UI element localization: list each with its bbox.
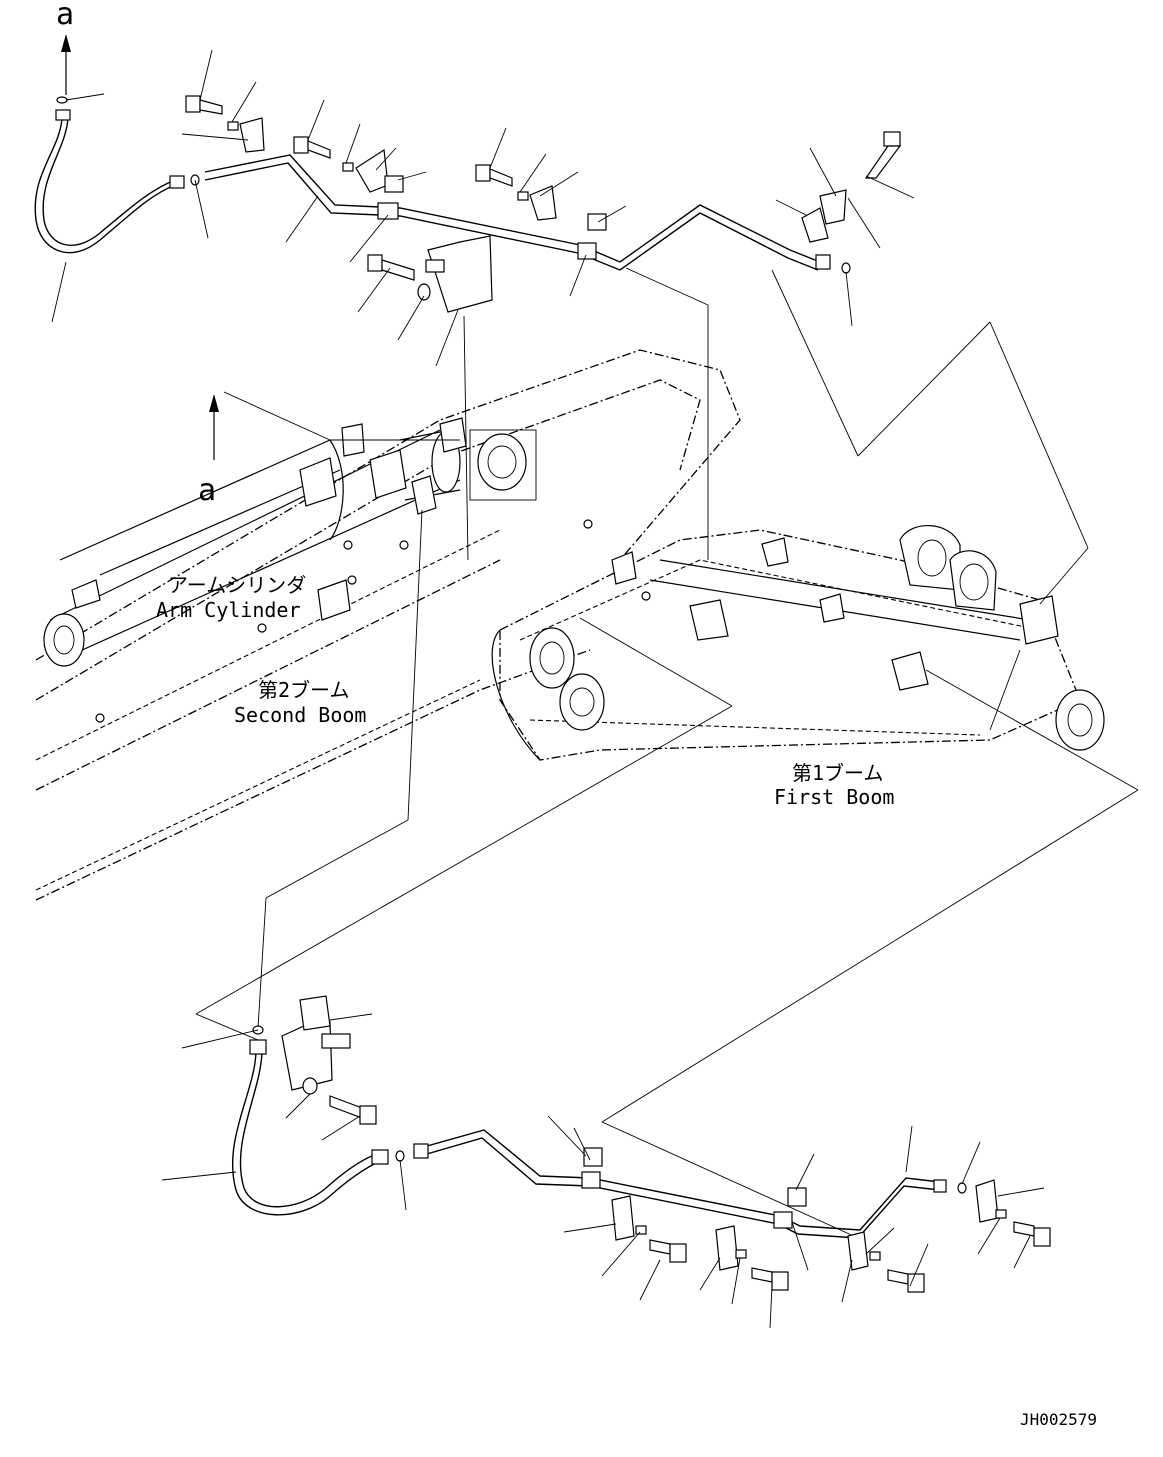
lower-hose-assembly [231,995,1051,1293]
second-boom-label-jp: 第2ブーム [258,678,349,702]
upper-hose-assembly [34,95,902,313]
second-boom-label-en: Second Boom [234,703,366,727]
arm-cylinder-label-en: Arm Cylinder [156,598,301,622]
cylinder-fittings [71,417,467,723]
first-boom-label-en: First Boom [774,785,894,809]
second-boom-pivot [469,429,537,501]
first-boom-label-jp: 第1ブーム [792,761,883,785]
drawing-number: JH002579 [1020,1410,1097,1429]
leader-lines-lower [161,1013,1045,1329]
leader-lines-upper [51,49,915,367]
second-boom-outline [35,349,741,901]
arrow-up-icon [61,34,71,95]
arm-cylinder-label-jp: アームシリンダ [168,573,306,597]
arrow-label-top: a [56,0,74,32]
first-boom-fittings [583,519,1059,691]
first-boom-outline [491,525,1105,761]
arrow-label-mid: a [198,473,216,508]
arrow-up-icon [209,394,219,460]
connector-lines [195,267,1139,1239]
